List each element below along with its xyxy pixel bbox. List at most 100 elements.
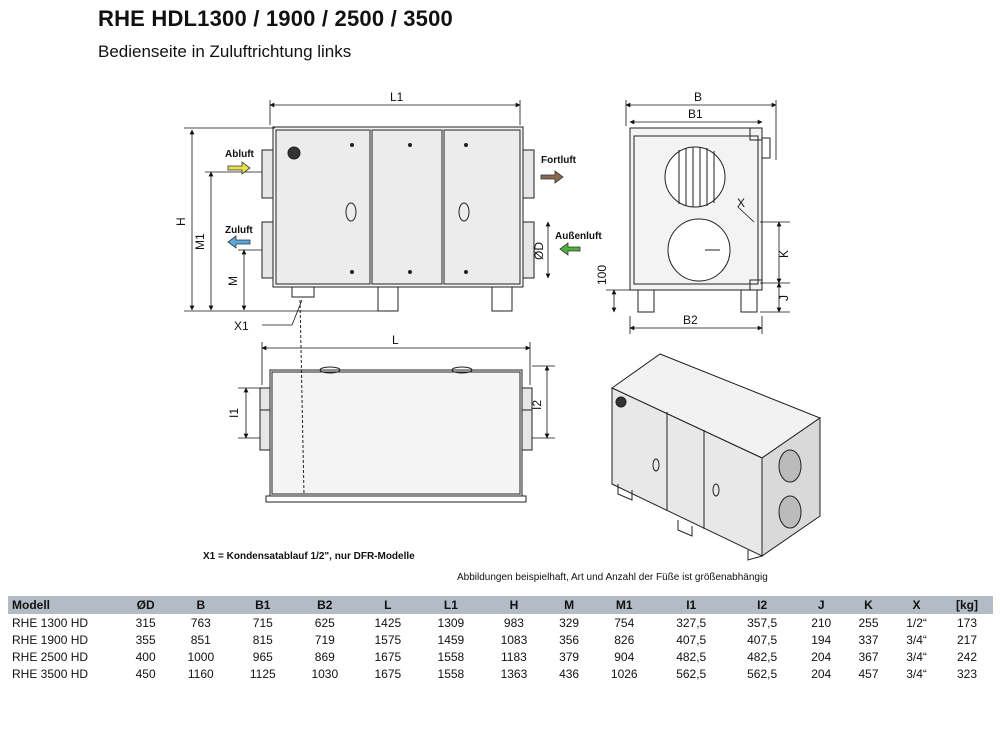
table-cell: 1083 xyxy=(500,632,528,647)
table-cell: 763 xyxy=(190,615,211,630)
table-cell: 327,5 xyxy=(676,615,707,630)
column-header: I2 xyxy=(726,596,798,614)
table-cell: 356 xyxy=(559,632,580,647)
table-cell: 1558 xyxy=(437,666,465,681)
table-cell: 315 xyxy=(135,615,156,630)
column-header: J xyxy=(797,596,845,614)
column-header: B xyxy=(169,596,233,614)
svg-text:J: J xyxy=(777,295,791,301)
table-cell: 851 xyxy=(190,632,211,647)
column-header: L xyxy=(356,596,420,614)
svg-text:L: L xyxy=(392,333,399,347)
svg-text:X: X xyxy=(737,196,745,210)
svg-text:H: H xyxy=(174,217,188,226)
svg-text:ØD: ØD xyxy=(532,242,546,260)
svg-text:Zuluft: Zuluft xyxy=(225,225,253,236)
svg-text:Fortluft: Fortluft xyxy=(541,155,577,166)
table-cell: 719 xyxy=(314,632,335,647)
table-cell: 323 xyxy=(956,666,977,681)
column-header: L1 xyxy=(419,596,483,614)
column-header: B2 xyxy=(293,596,357,614)
svg-text:B1: B1 xyxy=(688,107,703,121)
column-header: [kg] xyxy=(940,596,993,614)
page-subtitle: Bedienseite in Zuluftrichtung links xyxy=(98,42,352,61)
table-cell: 367 xyxy=(858,649,879,664)
table-cell: 1/2“ xyxy=(906,615,927,630)
table-cell: 457 xyxy=(858,666,879,681)
table-cell: 450 xyxy=(135,666,156,681)
svg-text:I2: I2 xyxy=(530,400,544,410)
table-cell: 1030 xyxy=(311,666,339,681)
svg-text:K: K xyxy=(777,250,791,258)
column-header: M xyxy=(545,596,593,614)
table-cell: 869 xyxy=(314,649,335,664)
column-header: X xyxy=(892,596,941,614)
front-view xyxy=(261,126,535,312)
table-cell: 1425 xyxy=(374,615,402,630)
table-cell: RHE 3500 HD xyxy=(12,666,89,681)
table-cell: 965 xyxy=(252,649,273,664)
table-cell: 1558 xyxy=(437,649,465,664)
table-cell: 436 xyxy=(559,666,580,681)
table-cell: 1309 xyxy=(437,615,465,630)
table-cell: 329 xyxy=(559,615,580,630)
svg-text:L1: L1 xyxy=(390,90,404,104)
table-cell: 1125 xyxy=(249,666,276,681)
column-header: I1 xyxy=(655,596,727,614)
table-cell: 562,5 xyxy=(676,666,707,681)
table-cell: 194 xyxy=(811,632,832,647)
table-cell: 210 xyxy=(811,615,832,630)
table-cell: 1575 xyxy=(374,632,402,647)
column-header: Modell xyxy=(8,596,122,614)
svg-text:Abluft: Abluft xyxy=(225,149,255,160)
table-cell: 983 xyxy=(503,615,524,630)
table-cell: 1000 xyxy=(187,649,215,664)
table-cell: 1675 xyxy=(374,666,402,681)
table-cell: 3/4“ xyxy=(906,666,927,681)
svg-text:I1: I1 xyxy=(227,408,241,418)
table-cell: 3/4“ xyxy=(906,632,927,647)
table-cell: 754 xyxy=(614,615,635,630)
table-cell: 204 xyxy=(811,666,832,681)
technical-drawing: L1 H M1 M X1 ØD Abluft Zuluft Fortluft A… xyxy=(174,90,822,561)
table-cell: 204 xyxy=(811,649,832,664)
table-cell: 826 xyxy=(614,632,635,647)
table-cell: 400 xyxy=(135,649,156,664)
table-cell: 3/4“ xyxy=(906,649,927,664)
svg-text:M1: M1 xyxy=(193,233,207,250)
svg-text:100: 100 xyxy=(595,265,609,285)
table-cell: 1026 xyxy=(610,666,638,681)
table-cell: 1160 xyxy=(187,666,214,681)
svg-text:M: M xyxy=(226,276,240,286)
svg-text:B: B xyxy=(694,90,702,104)
table-cell: 355 xyxy=(135,632,156,647)
column-header: M1 xyxy=(592,596,656,614)
table-cell: 242 xyxy=(956,649,977,664)
table-cell: 1363 xyxy=(500,666,528,681)
table-cell: 407,5 xyxy=(676,632,707,647)
table-cell: RHE 1900 HD xyxy=(12,632,89,647)
table-cell: 1183 xyxy=(501,649,527,664)
note-x1: X1 = Kondensatablauf 1/2", nur DFR-Model… xyxy=(203,551,415,562)
table-row: RHE 3500 HD 450 1160 1125 1030 1675 1558 1363 43… xyxy=(8,665,993,682)
table-cell: 625 xyxy=(314,615,335,630)
table-cell: RHE 2500 HD xyxy=(12,649,89,664)
table-cell: 904 xyxy=(614,649,635,664)
table-cell: 337 xyxy=(858,632,879,647)
table-cell: RHE 1300 HD xyxy=(12,615,89,630)
svg-text:B2: B2 xyxy=(683,313,698,327)
table-cell: 173 xyxy=(956,615,977,630)
table-cell: 357,5 xyxy=(747,615,778,630)
table-cell: 407,5 xyxy=(747,632,778,647)
column-header: ØD xyxy=(122,596,170,614)
table-cell: 482,5 xyxy=(747,649,778,664)
svg-text:Außenluft: Außenluft xyxy=(555,231,602,242)
table-cell: 1675 xyxy=(374,649,402,664)
table-cell: 815 xyxy=(252,632,273,647)
table-cell: 715 xyxy=(252,615,273,630)
page-title: RHE HDL1300 / 1900 / 2500 / 3500 xyxy=(98,6,453,31)
column-header: B1 xyxy=(232,596,294,614)
